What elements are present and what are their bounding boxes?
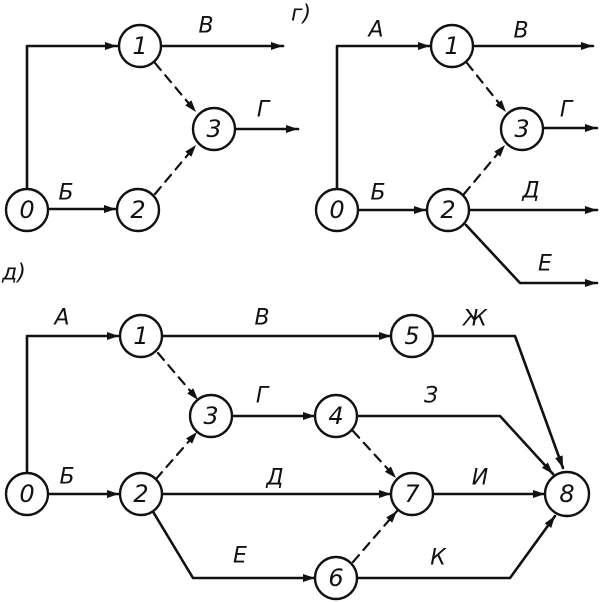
svg-text:7: 7	[404, 480, 420, 508]
edge-label: В	[198, 14, 213, 39]
edge-4-7-dummy	[351, 429, 398, 480]
edge-label: Б	[58, 181, 73, 206]
node-7: 7	[389, 471, 435, 517]
svg-text:2: 2	[440, 196, 455, 224]
edge-label: Б	[370, 181, 385, 206]
node-2: 2	[115, 187, 161, 233]
node-0: 0	[314, 187, 360, 233]
svg-text:2: 2	[130, 196, 145, 224]
edge-label: В	[513, 19, 528, 44]
edge-0-1	[25, 42, 119, 195]
panel-tag-d: д)	[1, 261, 26, 286]
edge-label: Г	[256, 384, 270, 409]
node-3: 3	[191, 106, 237, 152]
node-3: 3	[188, 393, 234, 439]
node-1: 1	[117, 23, 163, 69]
edge-1-3-dummy	[156, 351, 200, 402]
svg-text:8: 8	[559, 480, 574, 508]
svg-text:0: 0	[329, 196, 344, 224]
edge-label: В	[254, 306, 269, 331]
edge-0-1	[25, 332, 121, 480]
edge-0-1	[335, 42, 432, 195]
edge-label: Г	[257, 98, 271, 123]
edge-2-3-dummy	[154, 430, 199, 481]
node-1: 1	[429, 23, 475, 69]
node-0: 0	[4, 187, 50, 233]
node-4: 4	[313, 393, 359, 439]
edge-2-out-e	[464, 223, 599, 287]
edge-4-8	[355, 414, 555, 476]
edge-label: Б	[59, 465, 74, 490]
edge-6-7-dummy	[351, 509, 399, 564]
svg-text:0: 0	[19, 196, 34, 224]
edge-5-8	[432, 334, 565, 470]
svg-text:5: 5	[404, 322, 419, 350]
edge-label: Ж	[461, 307, 488, 332]
svg-text:1: 1	[444, 32, 459, 60]
edge-label: Г	[560, 98, 574, 123]
edge-label: Е	[233, 544, 247, 569]
node-3: 3	[499, 106, 545, 152]
edge-1-3-dummy	[153, 61, 198, 114]
node-0: 0	[4, 471, 50, 517]
panel-top-left: В Б Г 0 1 2 3	[4, 14, 300, 233]
node-6: 6	[313, 555, 359, 601]
node-8: 8	[543, 470, 591, 518]
svg-text:6: 6	[328, 564, 343, 592]
edge-label: Д	[265, 466, 283, 491]
edge-2-3-dummy	[153, 143, 198, 196]
edge-label: Д	[521, 179, 539, 204]
edge-2-6	[150, 508, 317, 582]
node-2: 2	[425, 187, 471, 233]
edge-label: А	[366, 18, 383, 43]
svg-text:1: 1	[132, 32, 147, 60]
edge-1-3-dummy	[465, 61, 508, 114]
edge-label: Е	[538, 252, 552, 277]
panel-g: г) А В Б Г Д Е 0 1 2 3	[291, 2, 599, 287]
svg-text:1: 1	[133, 322, 148, 350]
node-1: 1	[118, 313, 164, 359]
svg-text:0: 0	[19, 480, 34, 508]
edge-label: А	[52, 306, 69, 331]
edge-label: И	[472, 466, 488, 491]
edge-2-3-dummy	[462, 143, 507, 196]
node-2: 2	[118, 471, 164, 517]
edge-label: З	[424, 384, 438, 409]
edge-label: К	[430, 546, 447, 571]
svg-text:3: 3	[514, 115, 529, 143]
panel-tag-g: г)	[291, 2, 311, 27]
svg-text:3: 3	[206, 115, 221, 143]
svg-text:2: 2	[133, 480, 148, 508]
svg-text:4: 4	[328, 402, 343, 430]
svg-text:3: 3	[203, 402, 218, 430]
panel-d: д) А Б В Ж Г З Д И Е К 0 1	[1, 261, 591, 601]
edge-6-8	[355, 514, 557, 580]
node-5: 5	[389, 313, 435, 359]
